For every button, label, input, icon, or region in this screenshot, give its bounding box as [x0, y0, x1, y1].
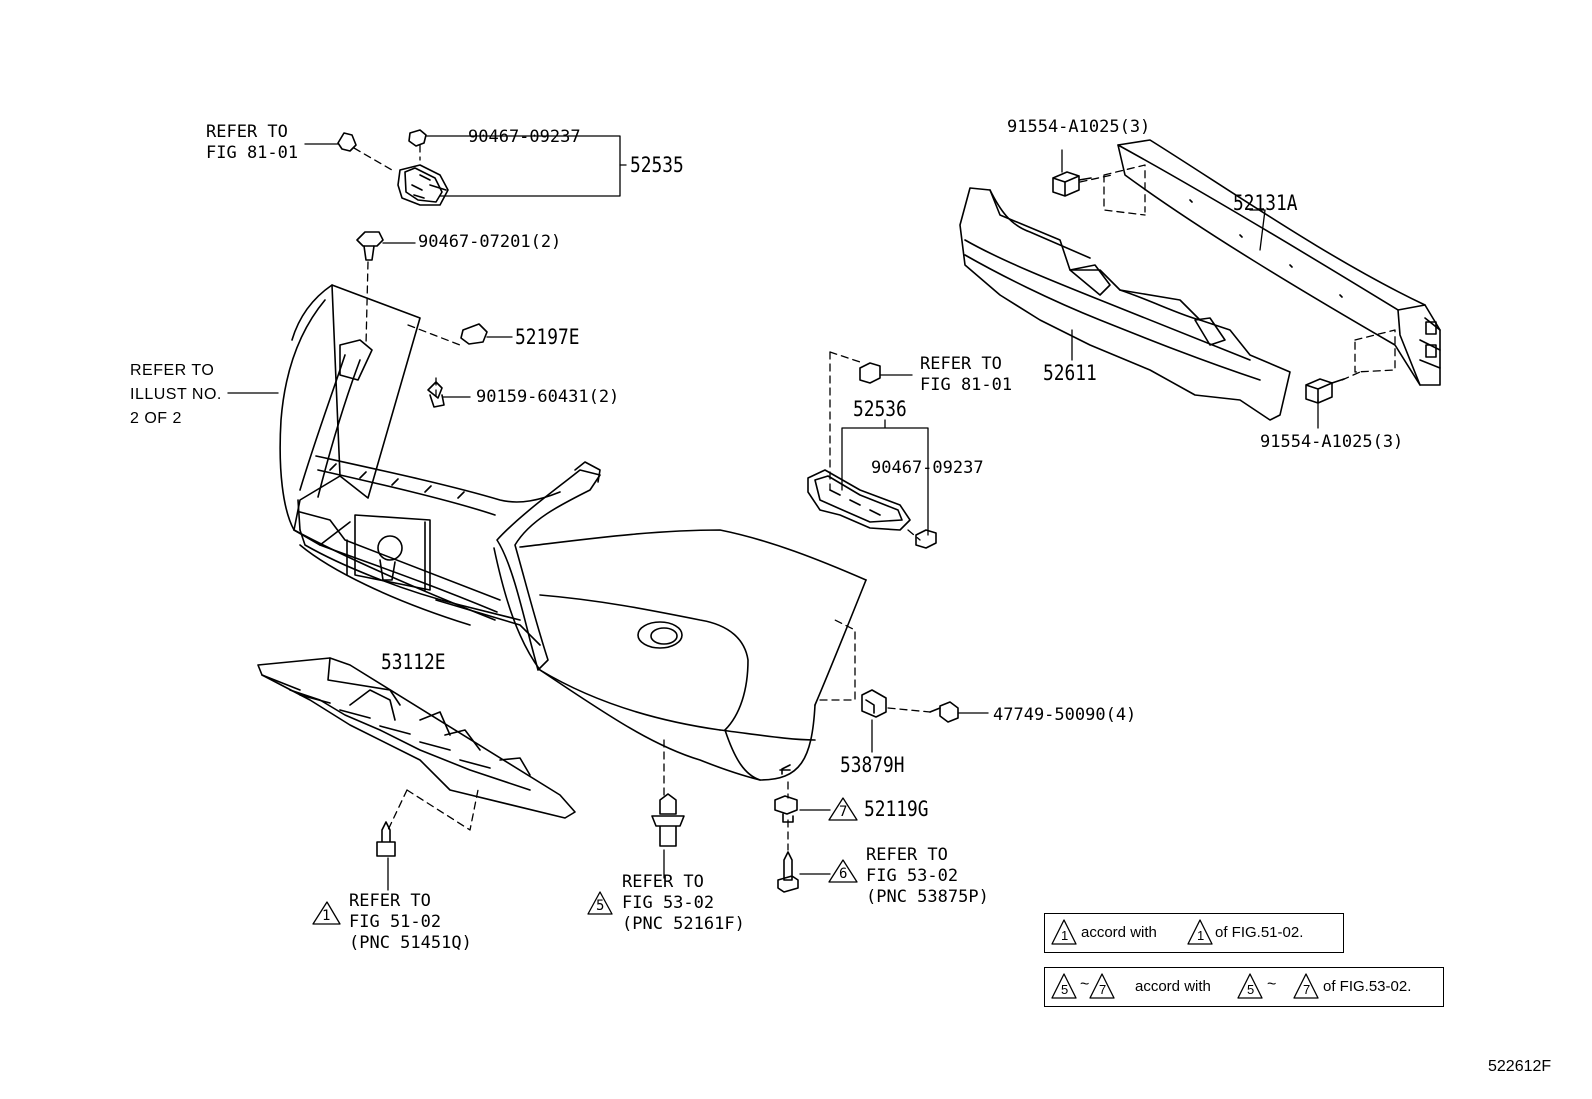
- part-52131a[interactable]: 52131A: [1233, 191, 1298, 215]
- refer-fig51-line3: (PNC 51451Q): [349, 933, 472, 953]
- screw-bottom-left: [376, 821, 396, 857]
- absorber-52611: [959, 187, 1291, 421]
- bolts-91554: [1052, 171, 1345, 404]
- refer-fig53-mid-line3: (PNC 52161F): [622, 914, 745, 934]
- part-90467-09237-right[interactable]: 90467-09237: [871, 458, 984, 478]
- part-52536[interactable]: 52536: [853, 397, 907, 421]
- refer-fig81-left-line1: REFER TO: [206, 122, 288, 142]
- note2-marker-c: 5: [1247, 982, 1255, 997]
- clip-52119g: [774, 795, 799, 893]
- part-91554-a1025-bottom[interactable]: 91554-A1025(3): [1260, 432, 1404, 452]
- refer-fig51-line2: FIG 51-02: [349, 912, 442, 932]
- note1-marker-b: 1: [1197, 928, 1205, 943]
- illustration-code: 522612F: [1488, 1058, 1552, 1075]
- bracket-52535: [337, 129, 449, 206]
- marker-1-number: 1: [322, 908, 331, 924]
- refer-illust-line2: ILLUST NO.: [130, 386, 222, 403]
- part-90467-09237-top[interactable]: 90467-09237: [468, 127, 581, 147]
- note-box-fig53: 5 ~ 7 accord with 5 ~ 7 of FIG.53-02.: [1044, 967, 1444, 1007]
- marker-5-number: 5: [596, 898, 605, 914]
- note2-tail: of FIG.53-02.: [1323, 978, 1412, 995]
- part-52119g[interactable]: 52119G: [864, 797, 929, 821]
- part-53112e[interactable]: 53112E: [381, 650, 446, 674]
- refer-fig53-right-line1: REFER TO: [866, 845, 948, 865]
- refer-fig81-left-line2: FIG 81-01: [206, 143, 299, 163]
- note-box-fig51: 1 accord with 1 of FIG.51-02.: [1044, 913, 1344, 953]
- clips-upper: [356, 231, 488, 408]
- note2-tilde: ~: [1080, 976, 1090, 993]
- part-91554-a1025-top[interactable]: 91554-A1025(3): [1007, 117, 1151, 137]
- note2-text: accord with: [1135, 978, 1211, 995]
- marker-7-number: 7: [839, 804, 848, 820]
- part-52197e[interactable]: 52197E: [515, 325, 580, 349]
- part-90467-07201[interactable]: 90467-07201(2): [418, 232, 562, 252]
- part-47749-50090[interactable]: 47749-50090(4): [993, 705, 1137, 725]
- reinforcement-52131a: [1117, 139, 1441, 386]
- refer-fig51-line1: REFER TO: [349, 891, 431, 911]
- note1-tail: of FIG.51-02.: [1215, 924, 1304, 941]
- dashed-lines: [353, 144, 1396, 851]
- note2-tilde2: ~: [1267, 976, 1277, 993]
- part-52611[interactable]: 52611: [1043, 361, 1097, 385]
- refer-fig53-mid-line2: FIG 53-02: [622, 893, 715, 913]
- refer-illust-line3: 2 OF 2: [130, 410, 182, 427]
- refer-fig53-right-line3: (PNC 53875P): [866, 887, 989, 907]
- bracket-53879h: [861, 689, 959, 723]
- marker-6-number: 6: [839, 866, 848, 882]
- part-90159-60431[interactable]: 90159-60431(2): [476, 387, 620, 407]
- marker-triangles: [312, 797, 1319, 999]
- refer-fig53-right-line2: FIG 53-02: [866, 866, 959, 886]
- bracket-52536: [807, 362, 937, 549]
- note2-marker-a: 5: [1061, 982, 1069, 997]
- part-53879h[interactable]: 53879H: [840, 753, 905, 777]
- note1-text: accord with: [1081, 924, 1157, 941]
- note2-marker-d: 7: [1303, 982, 1311, 997]
- refer-fig81-right-line1: REFER TO: [920, 354, 1002, 374]
- refer-fig81-right-line2: FIG 81-01: [920, 375, 1013, 395]
- part-52535[interactable]: 52535: [630, 153, 684, 177]
- note1-marker-a: 1: [1061, 928, 1069, 943]
- refer-fig53-mid-line1: REFER TO: [622, 872, 704, 892]
- under-cover-53112e: [257, 657, 576, 819]
- note2-marker-b: 7: [1099, 982, 1107, 997]
- bumper-cover: [279, 284, 867, 781]
- rivet-bottom: [651, 793, 685, 847]
- refer-illust-line1: REFER TO: [130, 362, 215, 379]
- leader-lines: [227, 135, 1319, 891]
